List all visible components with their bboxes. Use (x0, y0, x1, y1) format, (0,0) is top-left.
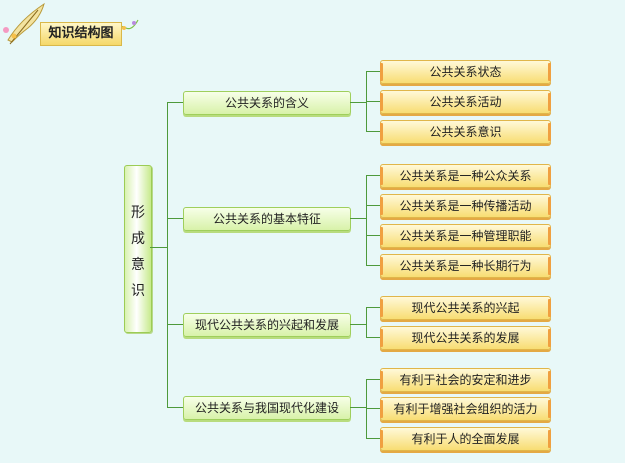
connector-line (366, 408, 380, 409)
leaf-node: 有利于增强社会组织的活力 (380, 397, 551, 421)
connector-line (350, 102, 367, 103)
connector-line (366, 101, 380, 102)
root-char: 成 (131, 231, 145, 247)
connector-line (167, 324, 183, 325)
leaf-node: 公共关系是一种长期行为 (380, 254, 551, 278)
leaf-node: 公共关系活动 (380, 90, 551, 114)
connector-line (366, 175, 380, 176)
connector-line (366, 175, 367, 266)
connector-line (366, 131, 380, 132)
connector-line (150, 247, 167, 248)
branch-node: 公共关系与我国现代化建设 (183, 396, 351, 420)
connector-line (366, 379, 367, 439)
branch-node: 公共关系的含义 (183, 91, 351, 115)
leaf-node: 公共关系意识 (380, 120, 551, 144)
connector-line (366, 438, 380, 439)
root-char: 形 (131, 205, 145, 221)
root-node: 形 成 意 识 (124, 165, 152, 333)
connector-line (366, 205, 380, 206)
connector-line (366, 307, 367, 338)
leaf-node: 现代公共关系的发展 (380, 326, 551, 350)
title-banner: 知识结构图 (0, 0, 140, 48)
leaf-node: 公共关系状态 (380, 60, 551, 84)
connector-line (366, 71, 380, 72)
leaf-node: 现代公共关系的兴起 (380, 296, 551, 320)
leaf-node: 公共关系是一种传播活动 (380, 194, 551, 218)
connector-line (167, 218, 183, 219)
connector-line (350, 218, 367, 219)
connector-line (366, 337, 380, 338)
connector-line (366, 307, 380, 308)
root-char: 识 (131, 283, 145, 299)
connector-line (350, 324, 367, 325)
leaf-node: 有利于社会的安定和进步 (380, 368, 551, 392)
connector-line (167, 102, 168, 407)
connector-line (366, 379, 380, 380)
branch-node: 现代公共关系的兴起和发展 (183, 313, 351, 337)
connector-line (350, 407, 367, 408)
leaf-node: 有利于人的全面发展 (380, 427, 551, 451)
branch-node: 公共关系的基本特征 (183, 207, 351, 231)
connector-line (167, 102, 183, 103)
leaf-node: 公共关系是一种公众关系 (380, 164, 551, 188)
quill-pen-icon (3, 2, 45, 45)
diagram-title: 知识结构图 (40, 22, 122, 46)
connector-line (167, 407, 183, 408)
connector-line (366, 265, 380, 266)
connector-line (366, 235, 380, 236)
leaf-node: 公共关系是一种管理职能 (380, 224, 551, 248)
root-char: 意 (131, 257, 145, 273)
